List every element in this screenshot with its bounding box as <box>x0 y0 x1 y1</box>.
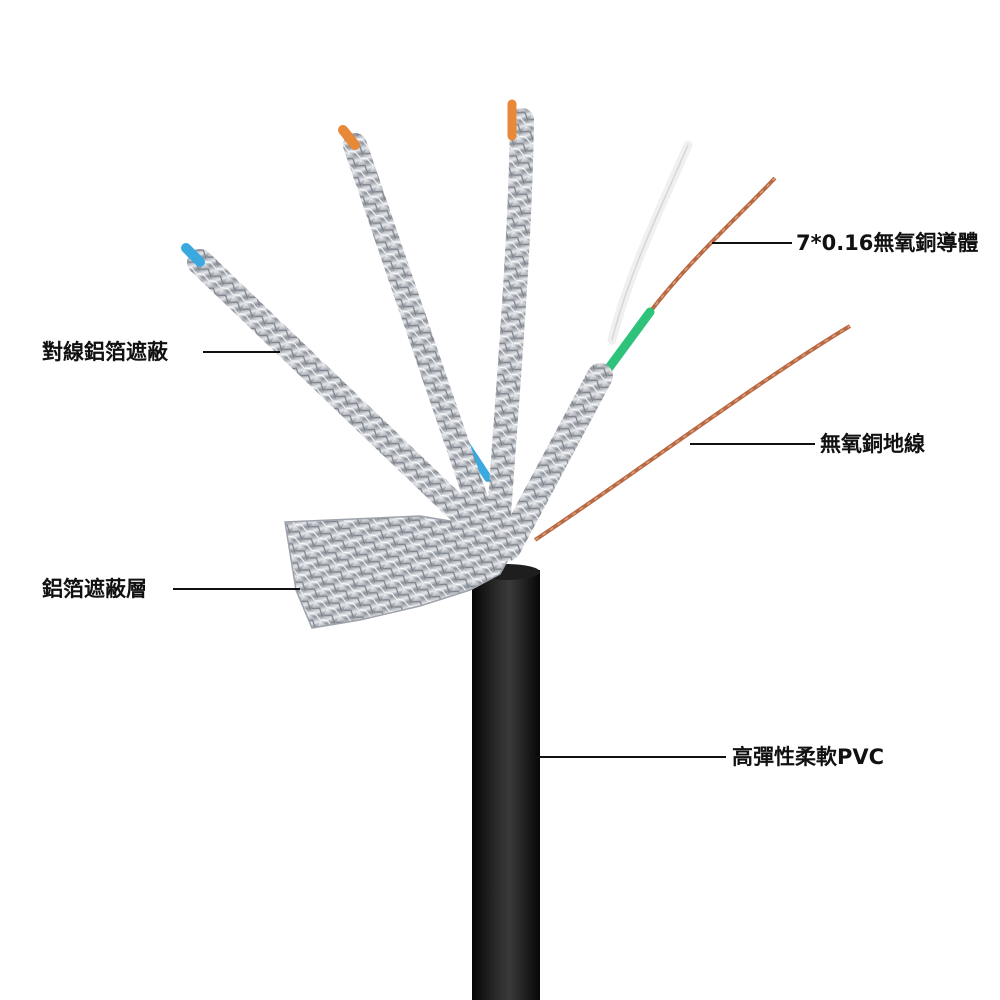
label-jacket: 高彈性柔軟PVC <box>732 745 885 769</box>
pair-foil-orange-left <box>343 133 502 552</box>
label-drain-wire: 無氧銅地線 <box>820 432 925 456</box>
pair-foil-orange-center <box>485 108 534 557</box>
pair-foil-blue <box>187 249 498 548</box>
label-foil-layer: 鋁箔遮蔽層 <box>42 577 147 601</box>
label-pair-shield: 對線鋁箔遮蔽 <box>42 340 168 364</box>
pair-foil-green <box>495 363 613 561</box>
label-conductor: 7*0.16無氧銅導體 <box>796 231 979 255</box>
pvc-jacket <box>472 570 540 1000</box>
